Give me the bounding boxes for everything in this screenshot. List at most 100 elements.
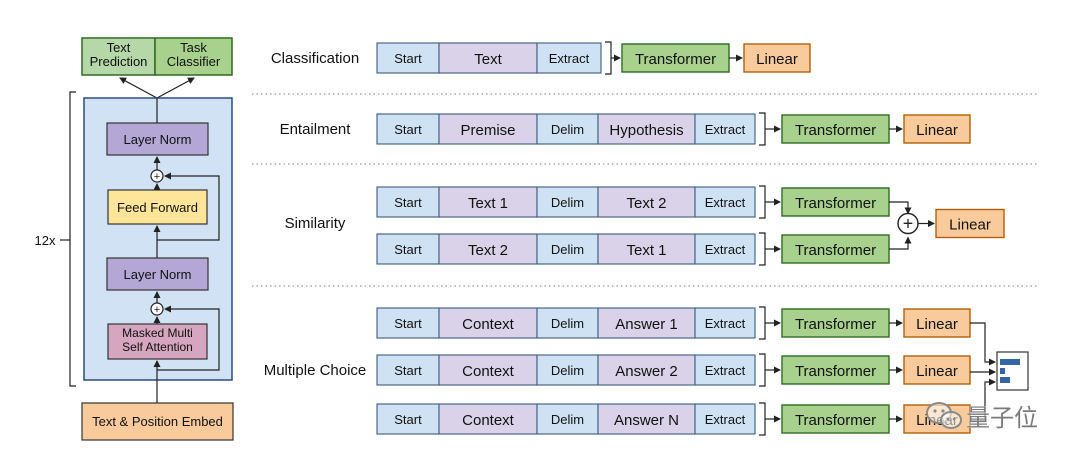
token-extract (694, 403, 756, 435)
transformer-block-label: Transformer (795, 122, 876, 139)
task-classifier-head (154, 37, 233, 76)
token-hypothesis (597, 113, 696, 145)
token-context (438, 307, 538, 339)
feed-forward-label: Feed Forward (117, 200, 198, 215)
token-answer-n (597, 403, 696, 435)
token-label: Extract (549, 51, 590, 66)
token-delim (536, 307, 599, 339)
token-start (376, 113, 440, 145)
transformer-block-label: Transformer (795, 195, 876, 212)
token-label: Start (394, 363, 422, 378)
token-label: Start (394, 195, 422, 210)
transformer-block (781, 308, 890, 338)
token-label: Start (394, 122, 422, 137)
token-delim (536, 113, 599, 145)
token-label: Delim (551, 122, 584, 137)
transformer-block-label: Transformer (795, 242, 876, 259)
token-label: Context (462, 363, 515, 380)
watermark-text: 量子位 (966, 404, 1038, 432)
text-position-embed-label: Text & Position Embed (92, 414, 223, 429)
token-start (376, 307, 440, 339)
token-label: Extract (705, 195, 746, 210)
repeat-bracket (69, 91, 76, 387)
linear-layer (903, 308, 971, 338)
text-prediction-head (81, 37, 156, 76)
linear-layer (935, 208, 1005, 239)
lower-layer-norm-label: Layer Norm (124, 267, 192, 282)
token-start (376, 186, 440, 218)
token-answer-1 (597, 307, 696, 339)
token-start (376, 354, 440, 386)
token-label: Delim (551, 242, 584, 257)
transformer-block-label: Transformer (795, 316, 876, 333)
masked-self-attention (107, 323, 208, 360)
lower-layer-norm (106, 257, 209, 291)
linear-layer (743, 43, 811, 73)
token-delim (536, 354, 599, 386)
residual-add-upper-symbol: + (154, 171, 160, 183)
token-delim (536, 403, 599, 435)
task-name: Classification (271, 50, 359, 67)
text-position-embed (81, 402, 234, 441)
token-text-2 (597, 186, 696, 218)
token-extract (694, 354, 756, 386)
task-name: Similarity (285, 215, 346, 232)
token-text-1 (597, 233, 696, 265)
task-name: Entailment (280, 121, 352, 138)
linear-layer (903, 114, 971, 144)
token-label: Extract (705, 316, 746, 331)
sum-symbol: + (903, 214, 914, 234)
linear-layer-label: Linear (949, 217, 991, 234)
token-extract (694, 233, 756, 265)
token-label: Answer N (614, 412, 679, 429)
upper-layer-norm-label: Layer Norm (124, 132, 192, 147)
token-delim (536, 186, 599, 218)
token-label: Extract (705, 412, 746, 427)
token-label: Answer 2 (615, 363, 678, 380)
linear-layer (903, 355, 971, 385)
token-label: Start (394, 51, 422, 66)
linear-layer-label: Linear (916, 363, 958, 380)
linear-layer-label: Linear (916, 316, 958, 333)
transformer-block (781, 404, 890, 434)
token-label: Extract (705, 122, 746, 137)
residual-add-lower-symbol: + (154, 304, 160, 316)
token-label: Text 1 (626, 242, 666, 259)
transformer-block (781, 234, 890, 264)
token-extract (536, 42, 602, 74)
token-text-2 (438, 233, 538, 265)
token-label: Start (394, 316, 422, 331)
wechat-icon: 量子位 (926, 402, 1038, 432)
token-start (376, 403, 440, 435)
token-context (438, 403, 538, 435)
token-label: Delim (551, 195, 584, 210)
token-text (438, 42, 538, 74)
token-label: Start (394, 242, 422, 257)
transformer-block-label: Transformer (795, 363, 876, 380)
token-start (376, 233, 440, 265)
token-label: Text 1 (468, 195, 508, 212)
watermark: 量子位 (918, 398, 1068, 434)
token-extract (694, 307, 756, 339)
token-label: Start (394, 412, 422, 427)
token-label: Extract (705, 242, 746, 257)
token-label: Extract (705, 363, 746, 378)
token-start (376, 42, 440, 74)
token-label: Delim (551, 363, 584, 378)
token-label: Premise (460, 122, 515, 139)
token-label: Text 2 (468, 242, 508, 259)
token-extract (694, 113, 756, 145)
token-label: Answer 1 (615, 316, 678, 333)
token-label: Text (474, 51, 502, 68)
token-label: Context (462, 316, 515, 333)
